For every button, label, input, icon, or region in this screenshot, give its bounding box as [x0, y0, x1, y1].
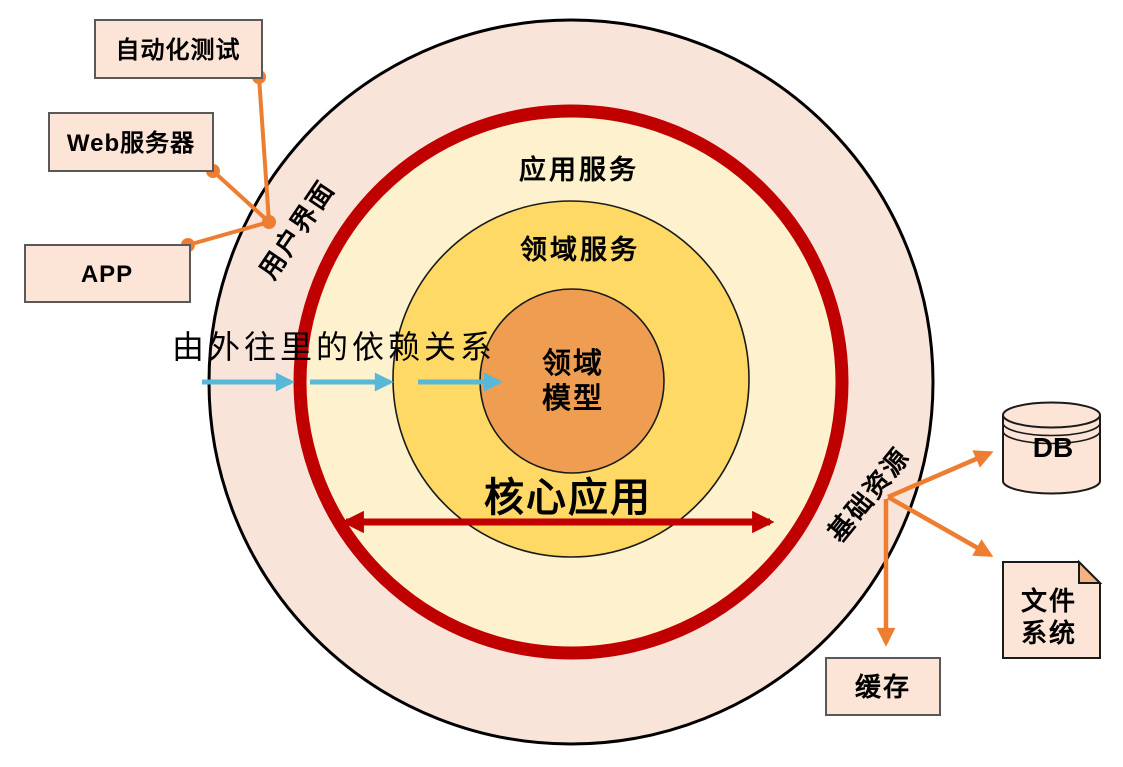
- node-web-server-label: Web服务器: [67, 129, 195, 157]
- node-cache: 缓存: [825, 657, 941, 716]
- node-app-label: APP: [81, 261, 133, 288]
- node-app: APP: [24, 244, 191, 303]
- arrow-to-db: [887, 450, 994, 500]
- file-system-label-line1: 文件: [1021, 586, 1077, 616]
- connector-line-automated-test: [257, 76, 271, 223]
- connector-line-web-server: [211, 169, 271, 224]
- application-service-label: 应用服务: [519, 154, 639, 185]
- node-web-server: Web服务器: [48, 112, 214, 172]
- file-icon: 文件 系统: [1002, 559, 1103, 659]
- cache-label: 缓存: [855, 672, 911, 702]
- core-application-label: 核心应用: [484, 476, 652, 520]
- dependency-direction-label: 由外往里的依赖关系: [172, 329, 496, 365]
- file-system-label-line2: 系统: [1021, 618, 1077, 648]
- domain-model-label-line2: 模型: [542, 382, 604, 415]
- domain-service-label: 领域服务: [520, 235, 640, 265]
- db-label: DB: [1033, 432, 1073, 463]
- domain-model-circle: [479, 288, 665, 474]
- database-icon: DB: [1002, 401, 1101, 495]
- arrow-to-file-system: [886, 495, 994, 557]
- node-automated-test-label: 自动化测试: [116, 36, 241, 64]
- domain-model-label-line1: 领域: [542, 346, 604, 380]
- node-automated-test: 自动化测试: [94, 19, 263, 79]
- connector-dot-ui-edge: [262, 215, 276, 229]
- connector-line-app: [187, 220, 270, 247]
